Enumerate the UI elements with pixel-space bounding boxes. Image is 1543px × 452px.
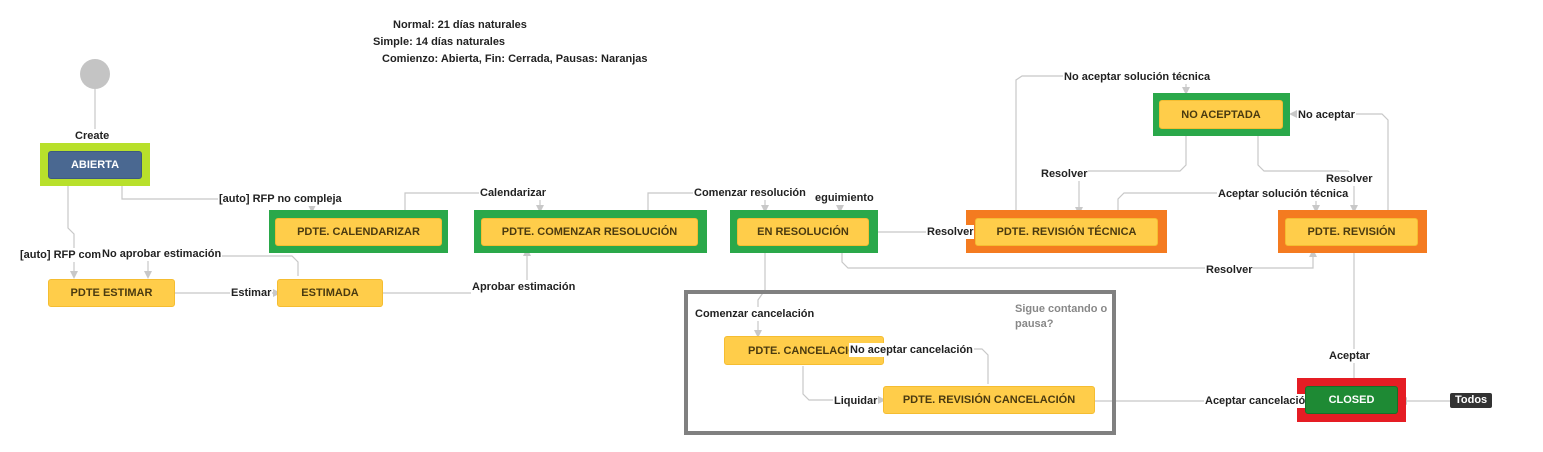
state-pdte-revision-cancelacion[interactable]: PDTE. REVISIÓN CANCELACIÓN: [883, 386, 1095, 414]
transition-resolver-from-no-aceptada[interactable]: Resolver: [1040, 167, 1089, 181]
edge-no-aprobar: [144, 255, 299, 279]
transition-rfp-no-compleja[interactable]: [auto] RFP no compleja: [218, 192, 343, 206]
transition-no-aceptar[interactable]: No aceptar: [1297, 108, 1356, 122]
transition-aprobar-estimacion[interactable]: Aprobar estimación: [471, 280, 577, 294]
transition-resolver-revision[interactable]: Resolver: [1205, 263, 1254, 277]
state-pdte-revision-tecnica[interactable]: PDTE. REVISIÓN TÉCNICA: [975, 218, 1158, 246]
state-closed[interactable]: CLOSED: [1305, 386, 1398, 414]
state-pdte-calendarizar[interactable]: PDTE. CALENDARIZAR: [275, 218, 442, 246]
transition-seguimiento[interactable]: eguimiento: [814, 191, 875, 205]
note-simple: Simple: 14 días naturales: [373, 36, 506, 48]
transition-calendarizar[interactable]: Calendarizar: [479, 186, 548, 200]
transition-no-aceptar-solucion[interactable]: No aceptar solución técnica: [1063, 70, 1212, 84]
transition-no-aceptar-cancelacion[interactable]: No aceptar cancelación: [849, 343, 974, 357]
transition-resolver-to-revision[interactable]: Resolver: [1325, 172, 1374, 186]
state-estimada[interactable]: ESTIMADA: [277, 279, 383, 307]
transition-comenzar-resolucion[interactable]: Comenzar resolución: [693, 186, 807, 200]
start-node[interactable]: [80, 59, 110, 89]
state-no-aceptada[interactable]: NO ACEPTADA: [1159, 100, 1283, 129]
state-pdte-estimar[interactable]: PDTE ESTIMAR: [48, 279, 175, 307]
transition-resolver-tecnica[interactable]: Resolver: [926, 225, 975, 239]
transition-aceptar-cancelacion[interactable]: Aceptar cancelación: [1204, 394, 1305, 408]
transition-comenzar-cancelacion[interactable]: Comenzar cancelación: [694, 307, 816, 321]
cancellation-group: [684, 290, 1116, 435]
edge-resolver-from-no-aceptada: [1075, 130, 1187, 215]
transition-aceptar-solucion-tecnica[interactable]: Aceptar solución técnica: [1217, 187, 1350, 201]
state-pdte-revision[interactable]: PDTE. REVISIÓN: [1285, 218, 1418, 246]
transition-rfp-compleja[interactable]: [auto] RFP com: [19, 248, 103, 262]
edge-calendarizar: [404, 192, 544, 213]
state-abierta[interactable]: ABIERTA: [48, 151, 142, 179]
todos-badge[interactable]: Todos: [1450, 393, 1493, 408]
transition-no-aprobar-estimacion[interactable]: No aprobar estimación: [101, 247, 223, 261]
note-comienzo: Comienzo: Abierta, Fin: Cerrada, Pausas:…: [382, 53, 648, 65]
edge-resolver-revision: [841, 249, 1317, 269]
transition-aceptar[interactable]: Aceptar: [1328, 349, 1371, 363]
state-en-resolucion[interactable]: EN RESOLUCIÓN: [737, 218, 869, 246]
state-pdte-cancelacion[interactable]: PDTE. CANCELACIÓN: [724, 336, 884, 365]
state-pdte-comenzar-resolucion[interactable]: PDTE. COMENZAR RESOLUCIÓN: [481, 218, 698, 246]
transition-estimar[interactable]: Estimar: [230, 286, 273, 300]
edge-rfp-compleja: [67, 186, 78, 279]
transition-liquidar[interactable]: Liquidar: [833, 394, 879, 408]
note-normal: Normal: 21 días naturales: [393, 19, 527, 31]
transition-create[interactable]: Create: [74, 129, 111, 143]
group-note: Sigue contando o pausa?: [1015, 303, 1108, 330]
